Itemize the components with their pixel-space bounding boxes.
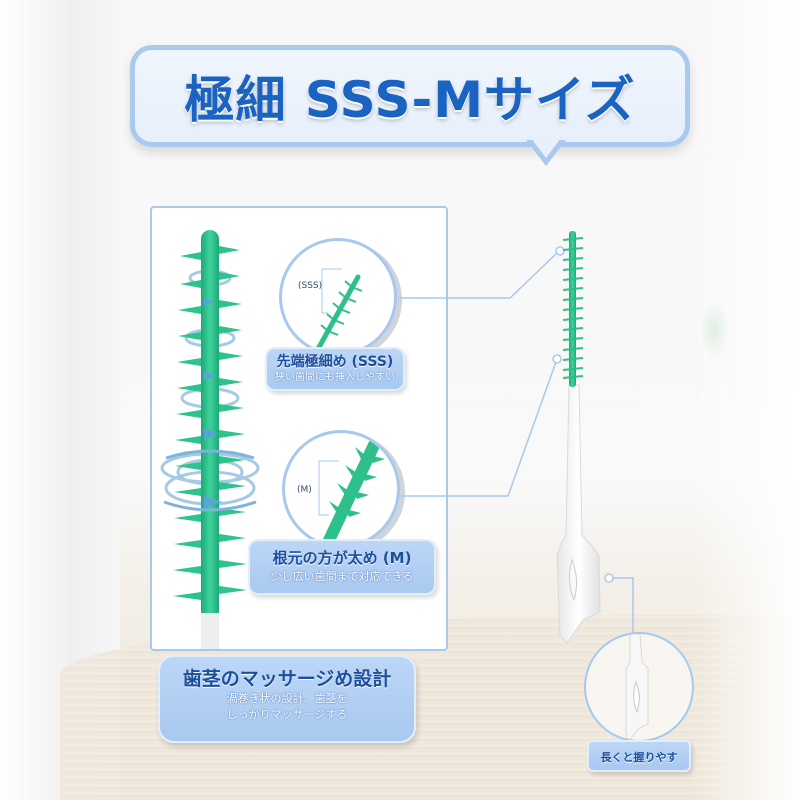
base-callout: 根元の方が太め (M) 少し広い歯間まで対応できる bbox=[248, 539, 436, 595]
tip-brush-closeup bbox=[315, 268, 363, 352]
gum-massage-callout: 歯茎のマッサージめ設計 渦巻き状の設計、歯茎を しっかりマッサージする bbox=[158, 655, 416, 743]
base-callout-subtitle: 少し広い歯間まで対応できる bbox=[270, 570, 414, 583]
gum-massage-subtitle-line2: しっかりマッサージする bbox=[226, 708, 348, 721]
tip-callout-title: 先端極細め (SSS) bbox=[276, 354, 394, 370]
base-callout-title: 根元の方が太め (M) bbox=[272, 549, 412, 567]
handle-closeup bbox=[625, 634, 649, 740]
page-title: 極細 SSS-Mサイズ bbox=[184, 71, 636, 129]
tip-callout: 先端極細め (SSS) 狭い歯間にも挿入しやすい bbox=[265, 347, 405, 391]
tip-zoom-circle: (SSS) bbox=[279, 238, 397, 356]
gum-massage-subtitle-line1: 渦巻き状の設計、歯茎を bbox=[226, 692, 348, 705]
handle-callout-title: 長くと握りやす bbox=[600, 751, 678, 764]
speech-bubble-tail-inner bbox=[531, 138, 561, 158]
base-size-label: (M) bbox=[297, 485, 312, 495]
handle-zoom-circle bbox=[584, 632, 694, 742]
handle-callout: 長くと握りやす bbox=[587, 740, 691, 772]
gum-massage-title: 歯茎のマッサージめ設計 bbox=[182, 668, 392, 690]
background-fade bbox=[690, 0, 800, 800]
tip-size-label: (SSS) bbox=[298, 281, 323, 291]
title-speech-bubble: 極細 SSS-Mサイズ bbox=[130, 45, 690, 147]
base-brush-closeup bbox=[318, 437, 385, 545]
tip-callout-subtitle: 狭い歯間にも挿入しやすい bbox=[275, 372, 395, 383]
base-zoom-circle: (M) bbox=[282, 430, 400, 548]
detail-panel: (SSS) 先端極細め (SSS) 狭い歯間にも挿入しやすい (M) 根元の方が… bbox=[150, 206, 448, 651]
spiral-brush-illustration bbox=[160, 230, 260, 649]
